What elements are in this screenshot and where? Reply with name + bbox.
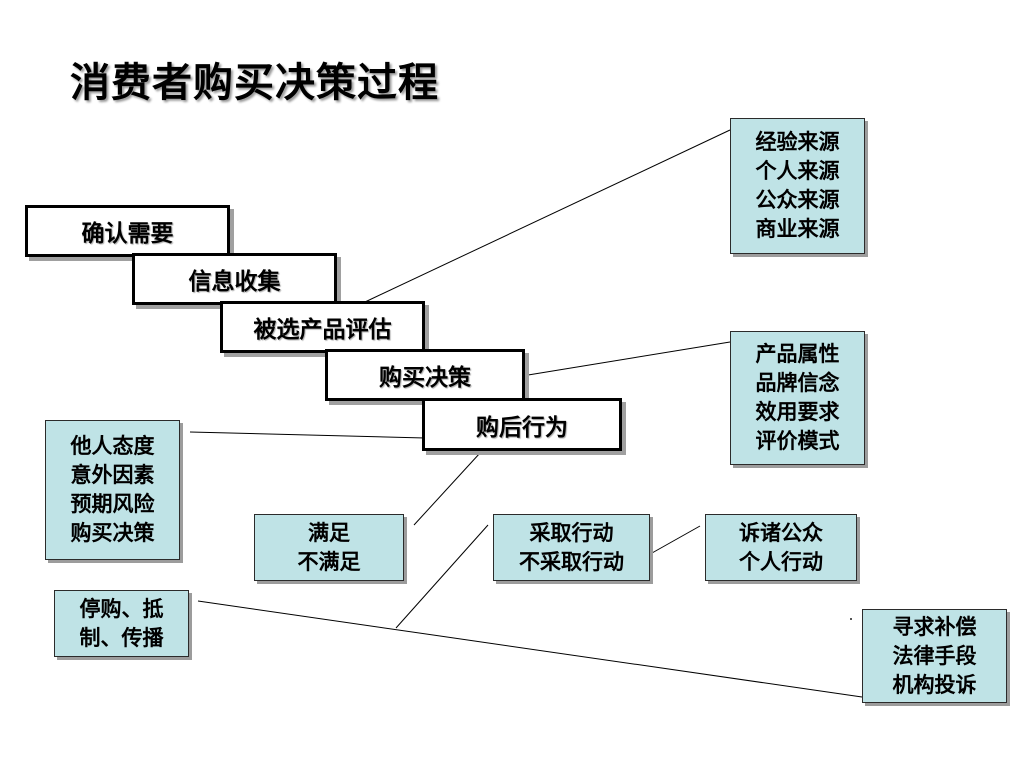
info-source-item: 经验来源 xyxy=(755,130,840,154)
connector-dissatisfied xyxy=(395,524,489,629)
stray-dot xyxy=(850,618,852,620)
evaluation-item: 评价模式 xyxy=(755,429,840,453)
connector-satisfaction xyxy=(413,452,481,526)
boycott-item: 停购、抵 xyxy=(79,596,164,621)
public-action-item: 诉诸公众 xyxy=(739,520,823,545)
step-evaluate-alternatives: 被选产品评估 xyxy=(220,301,425,353)
connector-evaluation xyxy=(521,341,731,377)
decision-factor-item: 他人态度 xyxy=(70,434,155,458)
satisfaction-item: 满足 xyxy=(308,520,350,545)
compensation-item: 法律手段 xyxy=(892,643,977,668)
connector-action xyxy=(651,525,701,554)
info-source-item: 商业来源 xyxy=(755,217,840,241)
step-label: 被选产品评估 xyxy=(253,317,392,343)
step-information-search: 信息收集 xyxy=(132,253,337,305)
boycott-item: 制、传播 xyxy=(79,625,164,650)
page-title: 消费者购买决策过程 xyxy=(70,60,439,106)
evaluation-item: 品牌信念 xyxy=(755,371,840,395)
step-label: 信息收集 xyxy=(188,269,281,295)
public-action-box: 诉诸公众 个人行动 xyxy=(705,514,857,581)
compensation-item: 机构投诉 xyxy=(892,672,977,697)
evaluation-item: 效用要求 xyxy=(755,400,840,424)
connector-compensation xyxy=(197,600,863,698)
connector-sources xyxy=(364,129,731,303)
step-label: 购后行为 xyxy=(476,414,568,441)
satisfaction-item: 不满足 xyxy=(297,549,361,574)
compensation-box: 寻求补偿 法律手段 机构投诉 xyxy=(862,609,1007,703)
boycott-box: 停购、抵 制、传播 xyxy=(54,590,189,657)
evaluation-item: 产品属性 xyxy=(755,342,840,366)
decision-factor-item: 预期风险 xyxy=(70,492,155,516)
step-post-purchase: 购后行为 xyxy=(422,398,622,451)
decision-factor-item: 意外因素 xyxy=(70,463,155,487)
compensation-item: 寻求补偿 xyxy=(892,614,977,639)
satisfaction-box: 满足 不满足 xyxy=(254,514,404,581)
info-source-item: 公众来源 xyxy=(755,188,840,212)
info-sources-box: 经验来源 个人来源 公众来源 商业来源 xyxy=(730,118,865,254)
decision-factor-item: 购买决策 xyxy=(70,521,155,545)
step-label: 购买决策 xyxy=(379,365,471,391)
step-label: 确认需要 xyxy=(81,221,174,247)
public-action-item: 个人行动 xyxy=(739,549,823,574)
action-box: 采取行动 不采取行动 xyxy=(493,514,650,581)
step-recognize-need: 确认需要 xyxy=(25,205,230,257)
step-purchase-decision: 购买决策 xyxy=(325,349,525,401)
action-item: 不采取行动 xyxy=(519,549,624,574)
evaluation-factors-box: 产品属性 品牌信念 效用要求 评价模式 xyxy=(730,331,865,465)
decision-factors-box: 他人态度 意外因素 预期风险 购买决策 xyxy=(45,420,180,560)
action-item: 采取行动 xyxy=(529,520,614,545)
connector-decision-factors xyxy=(189,431,426,439)
info-source-item: 个人来源 xyxy=(755,159,840,183)
